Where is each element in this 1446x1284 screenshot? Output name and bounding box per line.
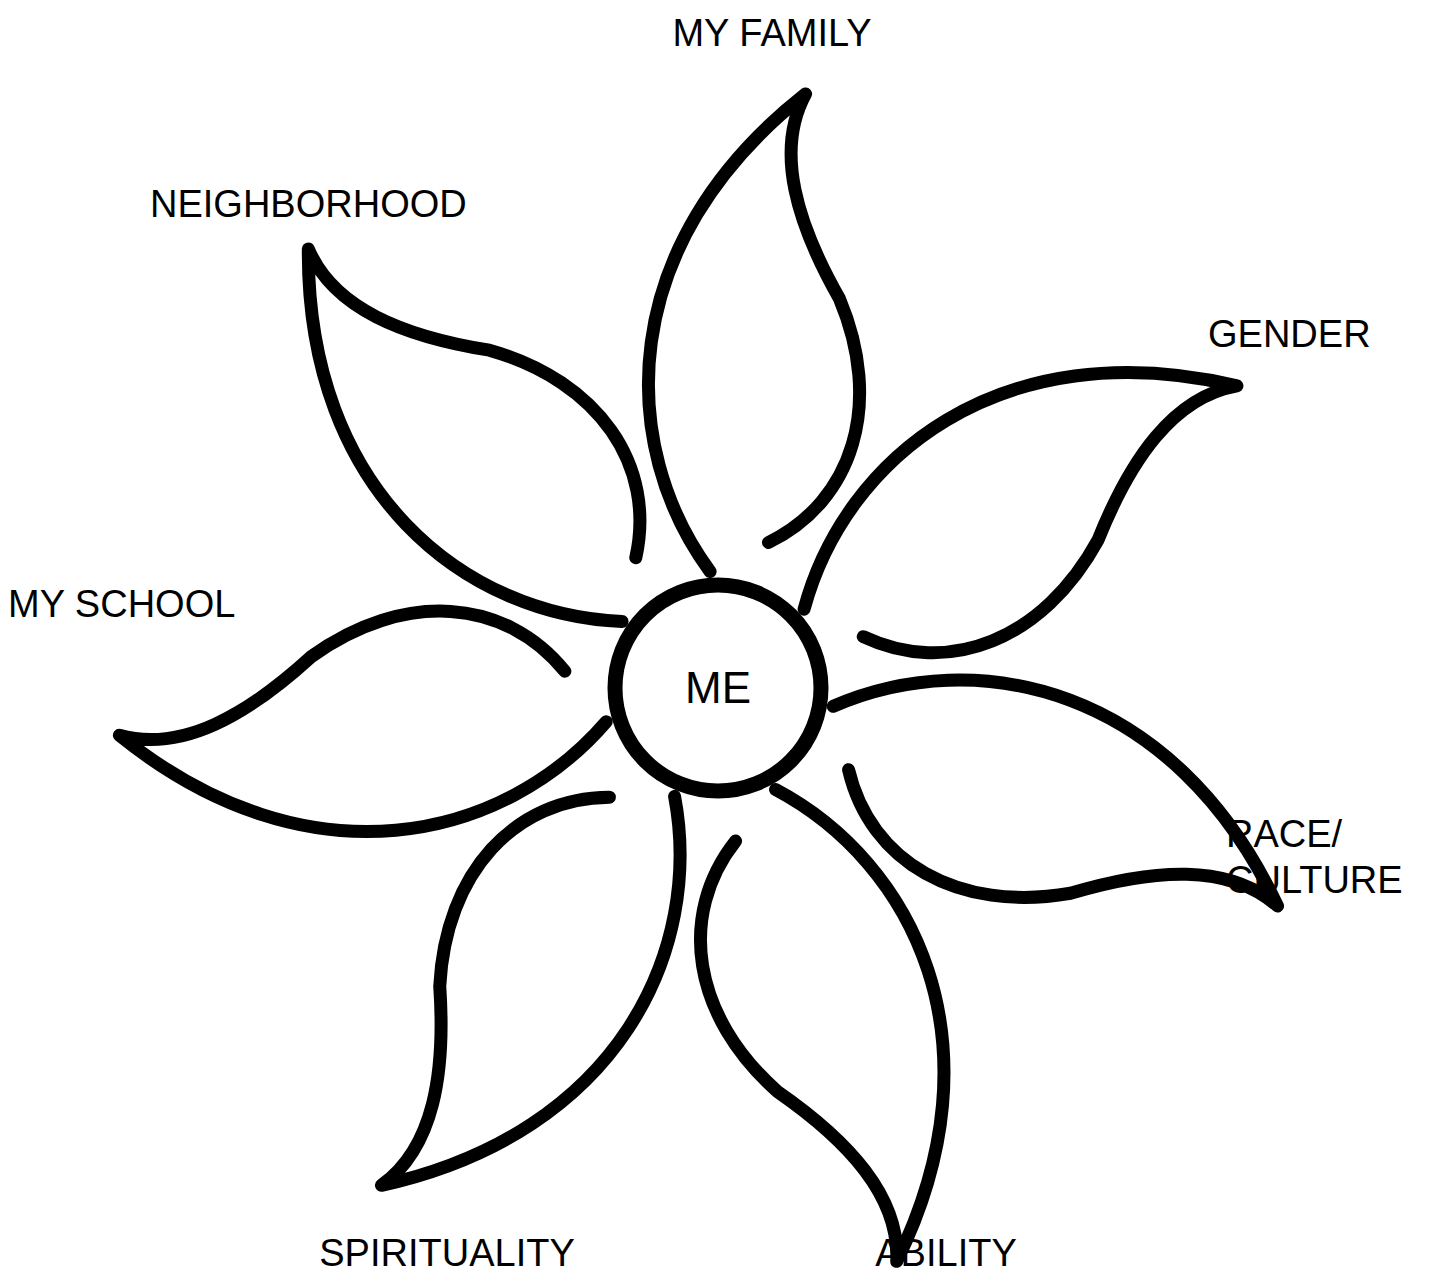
center-circle: ME — [607, 577, 829, 799]
center-text: ME — [685, 663, 751, 713]
petal-label: MY SCHOOL — [8, 582, 235, 628]
petal-label: GENDER — [1208, 312, 1371, 358]
petal-label: RACE/ CULTURE — [1226, 812, 1426, 903]
petal-label: SPIRITUALITY — [319, 1231, 575, 1277]
petal-label: MY FAMILY — [672, 11, 871, 57]
petal-label: ABILITY — [875, 1231, 1017, 1277]
petal-label: NEIGHBORHOOD — [150, 182, 467, 228]
